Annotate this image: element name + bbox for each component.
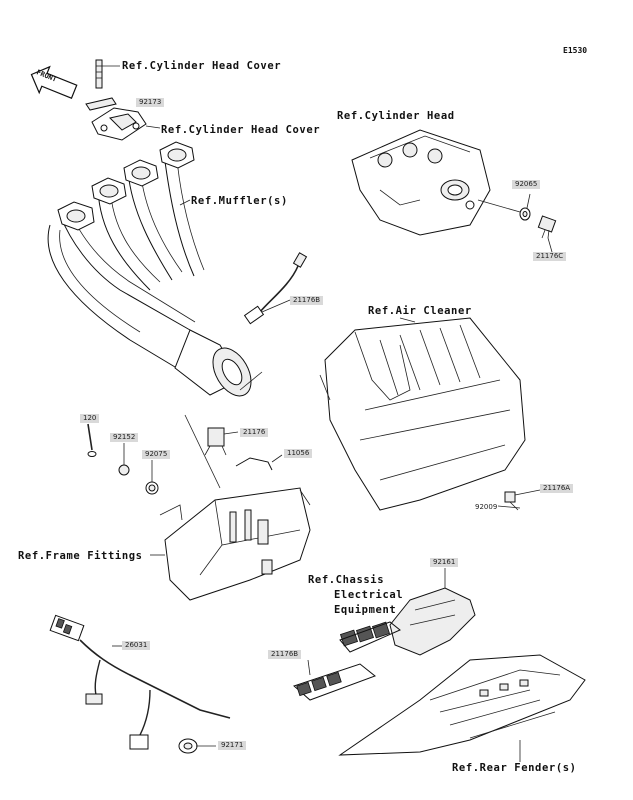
part-number-92009: 92009 <box>475 503 498 511</box>
diagram-code: E1530 <box>563 46 588 55</box>
ref-rear-fender: Ref.Rear Fender(s) <box>452 762 577 774</box>
part-number-120: 120 <box>80 414 100 423</box>
washer-92152 <box>118 464 130 476</box>
sensor-connector <box>339 621 401 653</box>
part-number-21176: 21176 <box>240 428 269 437</box>
part-number-21176b-lower: 21176B <box>268 650 302 659</box>
part-number-21176b: 21176B <box>290 296 324 305</box>
sub-harness-26031 <box>49 614 231 750</box>
cylinder-head <box>351 129 491 236</box>
air-cleaner-box <box>319 317 526 511</box>
temperature-sensor-21176c <box>537 215 557 239</box>
ref-mufflers: Ref.Muffler(s) <box>191 195 288 207</box>
rear-fender <box>338 654 586 756</box>
part-number-92075: 92075 <box>142 450 171 459</box>
part-number-92171: 92171 <box>218 741 247 750</box>
exhaust-manifold <box>47 149 263 397</box>
part-number-92152: 92152 <box>110 433 139 442</box>
ref-chassis-line1: Ref.Chassis <box>308 574 385 586</box>
clamp-11056 <box>235 457 273 471</box>
part-number-92173: 92173 <box>136 98 165 107</box>
exhaust-flanges <box>57 141 195 231</box>
ref-cylinder-head: Ref.Cylinder Head <box>337 110 455 122</box>
part-number-92065: 92065 <box>512 180 541 189</box>
part-number-92161: 92161 <box>430 558 459 567</box>
sensor-21176 <box>204 427 227 456</box>
sensor-21176b-lower <box>293 663 377 701</box>
bolt-120 <box>87 423 97 457</box>
front-arrow-icon <box>30 65 78 100</box>
ref-cylinder-head-cover-top: Ref.Cylinder Head Cover <box>122 60 282 72</box>
ref-frame-fittings: Ref.Frame Fittings <box>18 550 143 562</box>
cylinder-head-cover-bolt <box>95 59 103 89</box>
air-suction-valve <box>91 107 147 141</box>
part-number-21176c: 21176C <box>533 252 567 261</box>
part-number-21176a: 21176A <box>540 484 574 493</box>
ref-air-cleaner: Ref.Air Cleaner <box>368 305 472 317</box>
ref-chassis-line2: Electrical <box>334 589 404 601</box>
ecu-unit-92161 <box>389 587 476 656</box>
part-number-26031: 26031 <box>122 641 151 650</box>
ref-chassis-line3: Equipment <box>334 604 397 616</box>
oxygen-sensor-21176b <box>243 252 308 325</box>
gasket-92173 <box>85 97 117 111</box>
intake-sensor-21176a <box>504 491 516 503</box>
ref-cylinder-head-cover: Ref.Cylinder Head Cover <box>161 124 321 136</box>
ecu-bracket-box <box>159 487 311 601</box>
part-number-11056: 11056 <box>284 449 313 458</box>
